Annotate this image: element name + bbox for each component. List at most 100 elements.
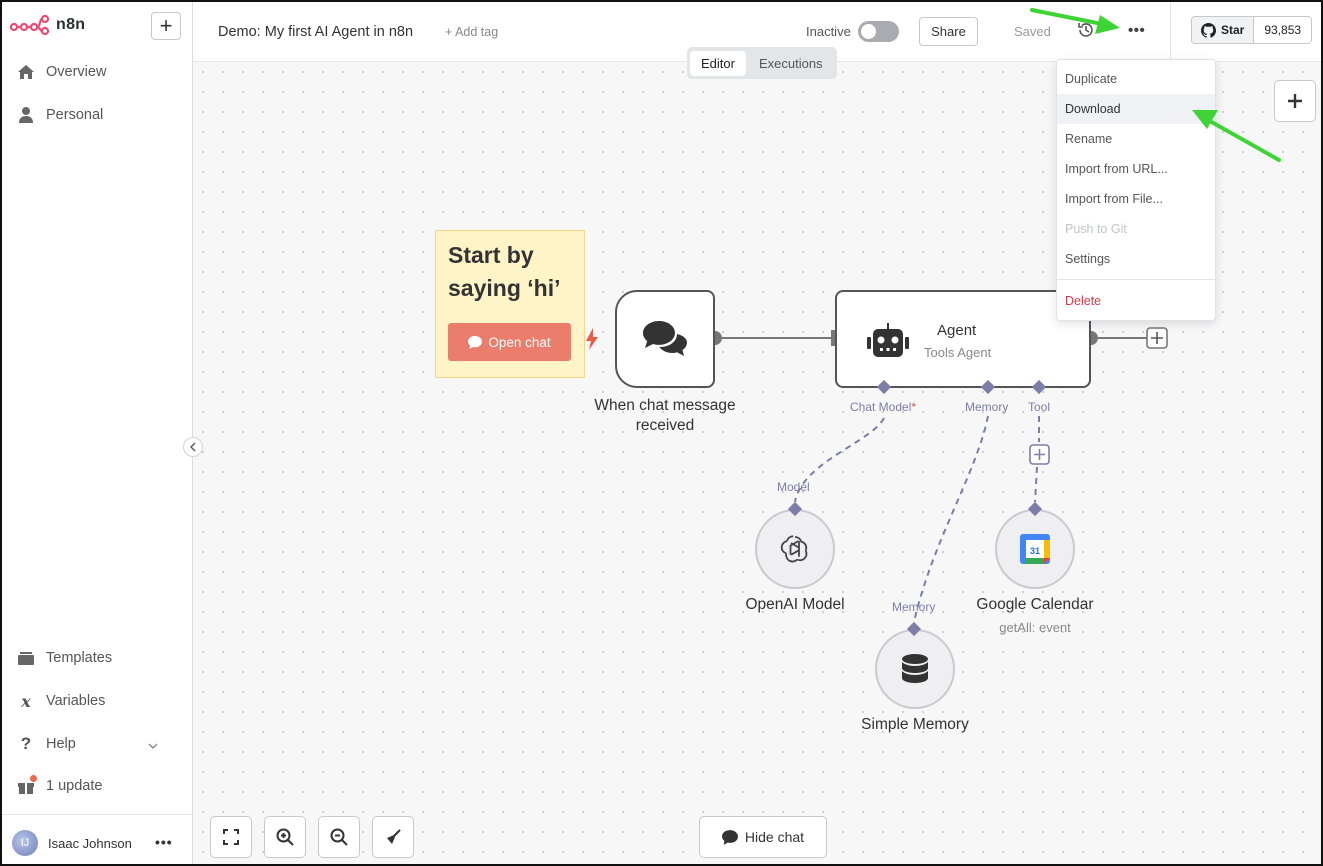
broom-icon bbox=[387, 829, 401, 844]
user-more-button[interactable]: ••• bbox=[155, 834, 173, 850]
create-button[interactable]: + bbox=[151, 12, 181, 40]
save-status: Saved bbox=[1014, 24, 1051, 39]
sidebar-item-help[interactable]: ? Help bbox=[18, 734, 158, 753]
sticky-text: Start by saying ‘hi’ bbox=[448, 242, 561, 301]
sidebar-item-personal[interactable]: Personal bbox=[18, 107, 103, 123]
agent-title: Agent bbox=[937, 322, 977, 339]
robot-icon bbox=[867, 323, 909, 357]
templates-icon bbox=[18, 650, 34, 666]
tab-executions[interactable]: Executions bbox=[758, 55, 823, 71]
required-marker: * bbox=[911, 400, 917, 414]
add-tag-link[interactable]: + Add tag bbox=[445, 25, 499, 39]
agent-subtitle: Tools Agent bbox=[924, 345, 992, 360]
google-calendar-label: Google Calendar bbox=[976, 596, 1094, 613]
workflow-title[interactable]: Demo: My first AI Agent in n8n bbox=[218, 24, 414, 40]
sidebar-item-label: 1 update bbox=[46, 778, 103, 794]
notification-dot bbox=[30, 775, 37, 782]
divider bbox=[1170, 2, 1171, 62]
memory-node-port-label: Memory bbox=[892, 600, 936, 614]
active-status-label: Inactive bbox=[806, 24, 851, 39]
sidebar-item-label: Overview bbox=[46, 64, 107, 80]
workflow-options-menu: Duplicate Download Rename Import from UR… bbox=[1056, 59, 1216, 321]
fit-view-icon bbox=[223, 829, 239, 845]
calendar-icon-text: 31 bbox=[1030, 546, 1040, 556]
home-icon bbox=[18, 64, 34, 80]
help-icon: ? bbox=[20, 734, 32, 753]
chevron-left-icon bbox=[190, 442, 196, 452]
user-icon bbox=[18, 107, 34, 123]
star-label: Star bbox=[1221, 23, 1245, 37]
view-tabs: Editor Executions bbox=[687, 47, 837, 79]
simple-memory-label: Simple Memory bbox=[861, 716, 969, 733]
hide-chat-label: Hide chat bbox=[744, 829, 805, 845]
menu-item-rename[interactable]: Rename bbox=[1065, 132, 1113, 146]
openai-model-node[interactable] bbox=[755, 509, 835, 589]
chat-trigger-node[interactable] bbox=[615, 290, 715, 388]
fit-view-button[interactable] bbox=[210, 816, 252, 858]
tab-editor[interactable]: Editor bbox=[690, 50, 746, 76]
sidebar-item-variables[interactable]: x Variables bbox=[18, 691, 106, 711]
menu-item-download[interactable]: Download bbox=[1057, 94, 1215, 124]
n8n-logo-icon bbox=[10, 14, 50, 36]
chat-model-port-label: Chat Model* bbox=[850, 400, 917, 414]
user-menu[interactable]: IJ Isaac Johnson bbox=[12, 830, 132, 856]
add-node-button[interactable] bbox=[1274, 80, 1316, 122]
github-star-button[interactable]: Star 93,853 bbox=[1191, 16, 1313, 44]
model-port-label: Model bbox=[777, 480, 810, 494]
simple-memory-node[interactable] bbox=[875, 629, 955, 709]
chat-icon bbox=[721, 829, 738, 845]
sidebar-item-label: Templates bbox=[46, 650, 113, 666]
menu-item-import-url[interactable]: Import from URL... bbox=[1065, 162, 1168, 176]
gift-icon bbox=[18, 775, 37, 794]
share-button[interactable]: Share bbox=[919, 17, 978, 46]
brand-logo[interactable]: n8n bbox=[10, 14, 85, 36]
lightning-icon bbox=[586, 328, 598, 350]
plus-icon bbox=[1288, 94, 1302, 108]
sidebar-item-label: Variables bbox=[46, 693, 106, 709]
zoom-out-button[interactable] bbox=[318, 816, 360, 858]
variables-icon: x bbox=[21, 691, 31, 711]
menu-divider bbox=[1057, 279, 1215, 280]
tidy-up-button[interactable] bbox=[372, 816, 414, 858]
workflow-more-button[interactable]: ••• bbox=[1128, 22, 1146, 39]
collapse-sidebar-button[interactable] bbox=[183, 437, 203, 457]
menu-item-settings[interactable]: Settings bbox=[1065, 252, 1111, 266]
chat-icon bbox=[468, 335, 483, 349]
chat-trigger-label: When chat message received bbox=[594, 397, 736, 434]
zoom-in-icon bbox=[276, 828, 294, 846]
google-calendar-subtitle: getAll: event bbox=[999, 620, 1071, 635]
chevron-down-icon bbox=[148, 737, 158, 753]
sticky-note[interactable]: Start by saying ‘hi’ Open chat bbox=[435, 230, 585, 378]
menu-item-import-file[interactable]: Import from File... bbox=[1065, 192, 1163, 206]
sidebar-item-update[interactable]: 1 update bbox=[18, 775, 103, 794]
zoom-in-button[interactable] bbox=[264, 816, 306, 858]
agent-node[interactable]: Agent Tools Agent bbox=[835, 290, 1091, 388]
zoom-out-icon bbox=[330, 828, 348, 846]
sidebar-item-label: Personal bbox=[46, 107, 104, 123]
activate-toggle[interactable] bbox=[858, 21, 899, 42]
history-icon[interactable] bbox=[1077, 21, 1095, 44]
sidebar-item-templates[interactable]: Templates bbox=[18, 650, 112, 666]
sidebar-item-label: Help bbox=[46, 736, 76, 752]
github-star-label[interactable]: Star bbox=[1192, 17, 1255, 43]
user-name: Isaac Johnson bbox=[48, 835, 132, 851]
star-count[interactable]: 93,853 bbox=[1254, 17, 1312, 43]
divider bbox=[2, 814, 192, 815]
tool-port-label: Tool bbox=[1028, 400, 1051, 414]
database-icon bbox=[902, 654, 928, 683]
brand-name: n8n bbox=[56, 16, 86, 33]
openai-icon bbox=[780, 535, 808, 563]
menu-item-delete[interactable]: Delete bbox=[1065, 294, 1102, 308]
open-chat-label: Open chat bbox=[488, 334, 551, 350]
menu-item-push-to-git: Push to Git bbox=[1065, 222, 1127, 236]
github-icon bbox=[1201, 22, 1216, 38]
hide-chat-button[interactable]: Hide chat bbox=[699, 816, 827, 858]
google-calendar-node[interactable]: 31 bbox=[995, 509, 1075, 589]
open-chat-button[interactable]: Open chat bbox=[448, 323, 571, 361]
avatar: IJ bbox=[12, 830, 38, 856]
sidebar-item-overview[interactable]: Overview bbox=[18, 64, 106, 80]
menu-item-duplicate[interactable]: Duplicate bbox=[1065, 72, 1118, 86]
sidebar: n8n + Overview Personal Templates x Vari… bbox=[2, 2, 193, 864]
memory-port-label: Memory bbox=[965, 400, 1009, 414]
